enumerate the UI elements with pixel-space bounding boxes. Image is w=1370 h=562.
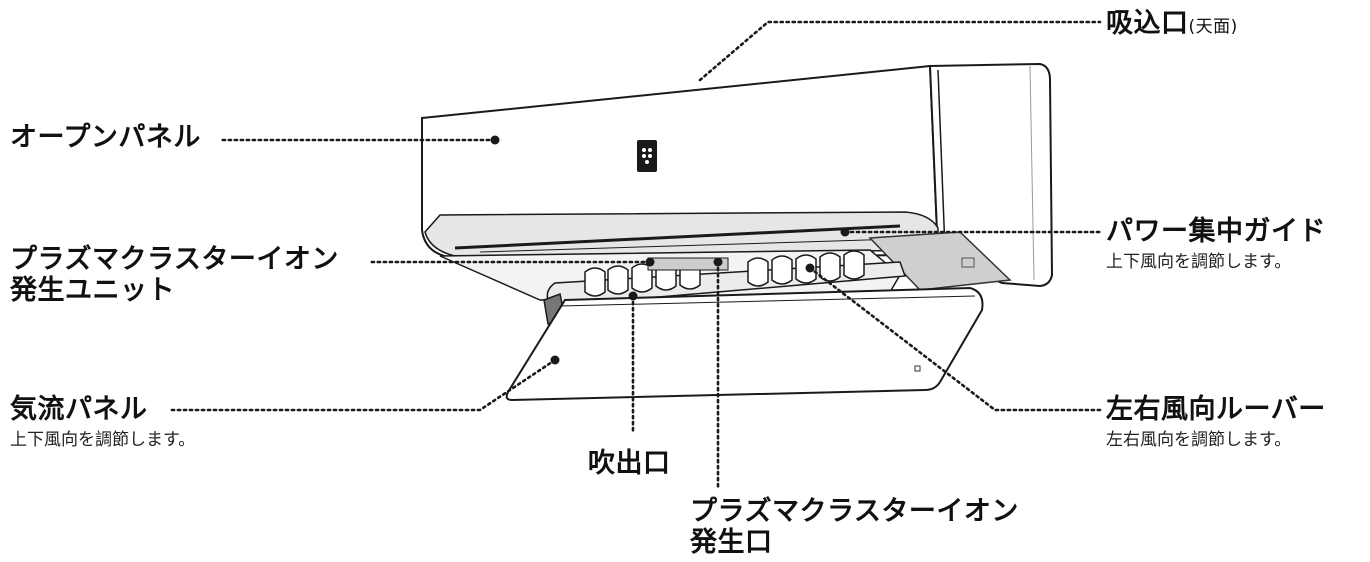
label-airflow-panel: 気流パネル 上下風向を調節します。 — [10, 394, 195, 451]
front-lower-band — [424, 211, 939, 257]
label-intake-title: 吸込口 — [1106, 8, 1189, 39]
label-plasma-unit: プラズマクラスターイオン 発生ユニット — [10, 244, 339, 306]
label-lr-louver: 左右風向ルーバー 左右風向を調節します。 — [1106, 394, 1326, 451]
airflow-panel — [505, 286, 984, 402]
label-open-panel: オープンパネル — [10, 122, 201, 153]
label-lr-louver-title: 左右風向ルーバー — [1106, 394, 1326, 425]
label-airflow-panel-desc: 上下風向を調節します。 — [10, 430, 196, 451]
brand-logo — [637, 140, 657, 172]
label-plasma-outlet-line1: プラズマクラスターイオン — [690, 496, 1019, 527]
leader-lr-louver — [808, 266, 1102, 412]
label-airflow-panel-title: 気流パネル — [10, 394, 148, 425]
label-plasma-outlet: プラズマクラスターイオン 発生口 — [690, 496, 1019, 558]
label-plasma-unit-line1: プラズマクラスターイオン — [10, 244, 339, 275]
label-lr-louver-desc: 左右風向を調節します。 — [1106, 430, 1292, 451]
unit-side-cap — [928, 62, 1054, 288]
label-intake: 吸込口(天面) — [1106, 8, 1238, 39]
leader-airflow-panel — [168, 358, 557, 412]
label-power-guide-desc: 上下風向を調節します。 — [1106, 252, 1292, 273]
label-intake-note: (天面) — [1188, 17, 1238, 37]
label-outlet: 吹出口 — [588, 448, 671, 479]
label-power-guide-title: パワー集中ガイド — [1106, 216, 1326, 247]
label-plasma-unit-line2: 発生ユニット — [10, 275, 175, 307]
label-plasma-outlet-line2: 発生口 — [690, 527, 773, 559]
label-power-guide: パワー集中ガイド 上下風向を調節します。 — [1106, 216, 1326, 273]
leader-intake — [698, 20, 1102, 82]
leader-endpoints — [490, 135, 850, 365]
